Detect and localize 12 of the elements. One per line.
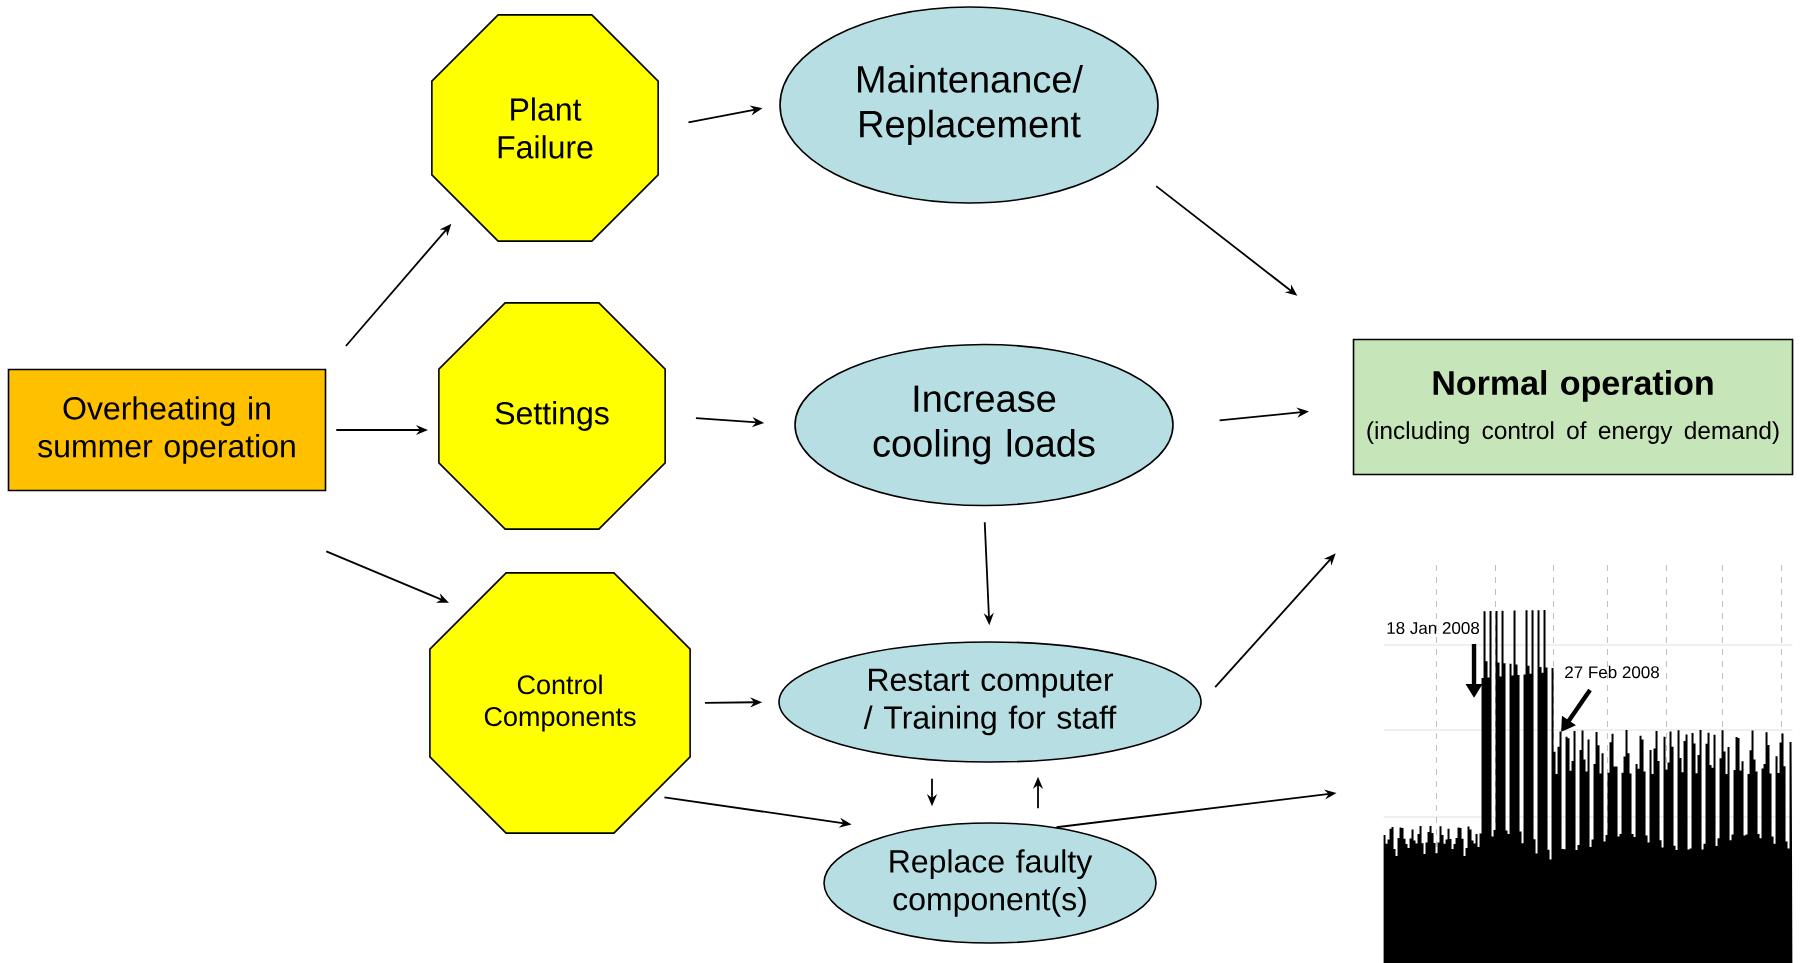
date-label: 18 Jan 2008 xyxy=(1387,622,1480,634)
ellipse-box: Increase cooling loads xyxy=(794,343,1174,507)
octagon-box: Plant Failure xyxy=(431,14,659,242)
process-box: Overheating in summer operation xyxy=(7,368,327,492)
ellipse-box: Replace faulty component(s) xyxy=(823,822,1157,944)
ellipse-box: Restart computer / Training for staff xyxy=(778,641,1202,763)
ellipse-box: Maintenance/ Replacement xyxy=(779,6,1159,204)
bar-chart-drawing xyxy=(1382,564,1794,963)
octagon-box: Control Components xyxy=(429,572,691,834)
octagon-box: Settings xyxy=(438,302,666,530)
result-box: Normal operation (including control of energy demand) xyxy=(1352,338,1794,476)
date-label: 27 Feb 2008 xyxy=(1565,665,1659,679)
